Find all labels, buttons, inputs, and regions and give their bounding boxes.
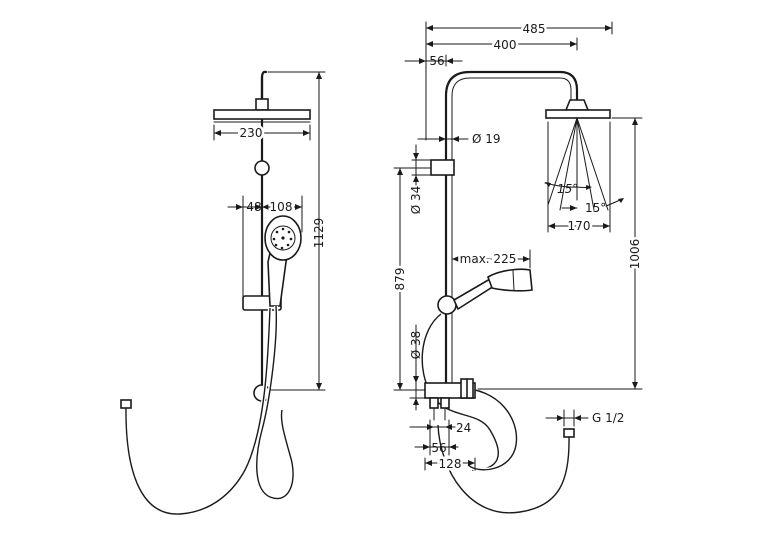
- side-outlet-right: [440, 397, 450, 409]
- spray-line: [559, 117, 578, 211]
- dim-head-height: 1006: [628, 239, 642, 270]
- dim-angle-inner: 15°: [557, 182, 578, 196]
- side-slide-holder: [430, 159, 455, 176]
- dim-holder-diameter: Ø 34: [409, 186, 423, 215]
- side-riser-and-arm: [444, 70, 579, 386]
- dim-head-width: 230: [240, 126, 263, 140]
- front-hose: [125, 307, 271, 515]
- side-hose-nut: [563, 428, 575, 438]
- side-view: 15° 15° 170 485 400 56 Ø 19 Ø 3: [391, 20, 645, 515]
- dim-pipe-diameter: Ø 19: [472, 132, 501, 146]
- dim-outlet-56: 56: [431, 441, 446, 455]
- side-hand-shower: [452, 277, 496, 311]
- dim-arm-reach: 400: [494, 38, 517, 52]
- dim-thread: G 1/2: [592, 411, 624, 425]
- dim-pipe-offset: 56: [429, 54, 444, 68]
- side-handshower-holder: [437, 295, 457, 315]
- side-outlet-left: [429, 397, 439, 409]
- dim-hand-reach: max. 225: [460, 252, 517, 266]
- front-hose-loop: [256, 305, 294, 500]
- front-riser-top: [260, 70, 268, 102]
- side-hand-shower-head: [487, 268, 533, 292]
- dim-rail-height: 879: [393, 268, 407, 291]
- side-hose-loop: [457, 387, 518, 471]
- dim-hand-offset: 48: [246, 200, 261, 214]
- dim-overall-reach: 485: [523, 22, 546, 36]
- side-head-connector: [564, 99, 590, 111]
- dim-angle-outer: 15°: [585, 201, 606, 215]
- dim-outlet-128: 128: [439, 457, 462, 471]
- side-hose-upper: [421, 313, 499, 471]
- dim-total-height: 1129: [312, 218, 326, 249]
- dim-hand-width: 108: [270, 200, 293, 214]
- front-overhead-shower: [213, 109, 311, 120]
- front-hose-nut: [120, 399, 132, 409]
- front-hand-shower-nozzles: [272, 227, 293, 250]
- front-joint-upper: [254, 160, 270, 176]
- dim-mixer-diameter: Ø 38: [409, 331, 423, 360]
- front-view: 230 48 108 1129: [120, 70, 326, 517]
- dim-outlet-24: 24: [456, 421, 471, 435]
- dim-spray-width: 170: [568, 219, 591, 233]
- front-head-connector: [255, 98, 269, 111]
- side-overhead-shower: [545, 109, 611, 119]
